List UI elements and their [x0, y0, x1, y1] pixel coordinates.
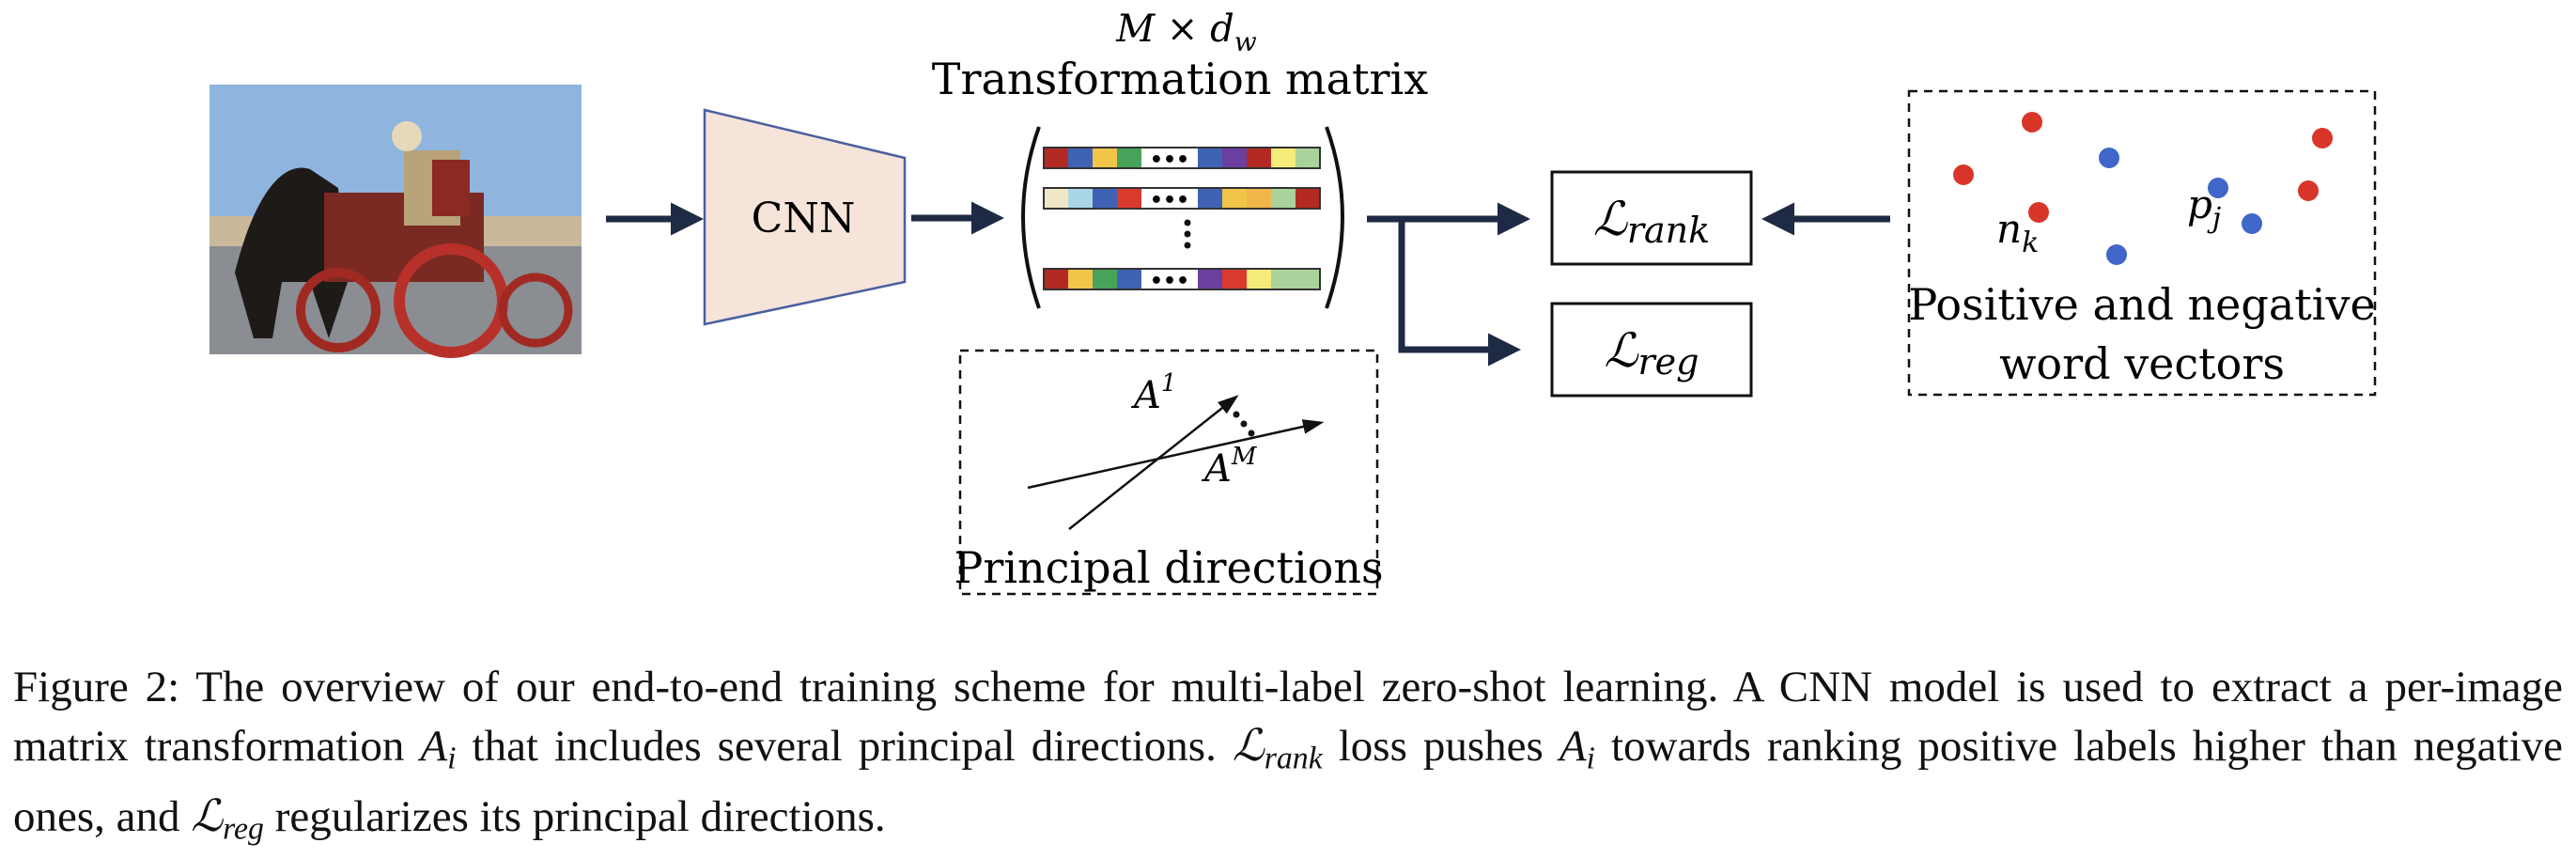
- matrix-row-border: [1043, 187, 1321, 210]
- matrix-cell: [1044, 188, 1068, 209]
- matrix-rows: ••• ••• •••: [1043, 147, 1321, 293]
- negative-vector-dot: [2312, 128, 2333, 148]
- negative-vector-dot: [2028, 202, 2049, 223]
- matrix-cell: [1296, 269, 1320, 289]
- cnn-label: CNN: [752, 195, 856, 242]
- loss-rank-box: [1550, 170, 1753, 266]
- matrix-row-border: [1043, 147, 1321, 169]
- matrix-title: Transformation matrix: [932, 54, 1428, 104]
- matrix-vertical-ellipsis: [1184, 219, 1191, 249]
- input-photo: [209, 85, 582, 358]
- direction-label-a1: A1: [1130, 369, 1176, 417]
- matrix-cell: [1247, 188, 1271, 209]
- matrix-row: •••: [1043, 187, 1321, 212]
- word-vectors-label-line1: Positive and negative: [1908, 279, 2375, 330]
- word-vector-points: [1953, 112, 2333, 265]
- matrix-row: •••: [1043, 147, 1321, 172]
- positive-vector-dot: [2208, 178, 2228, 198]
- loss-rank-label: ℒrank: [1593, 192, 1710, 251]
- negative-vector-dot: [1953, 164, 1974, 185]
- positive-vector-dot: [2242, 213, 2262, 234]
- arrow-matrix-to-losses: [1367, 202, 1530, 367]
- positive-vector-dot: [2106, 244, 2127, 265]
- matrix-cell: [1117, 148, 1141, 168]
- cnn-block: [703, 108, 907, 326]
- matrix-cell: [1093, 269, 1117, 289]
- word-vectors-label-line2: word vectors: [1999, 338, 2285, 389]
- word-vectors-box: [1907, 89, 2377, 397]
- matrix-cell: [1222, 269, 1247, 289]
- matrix-cell: [1198, 148, 1222, 168]
- principal-directions-label: Principal directions: [954, 542, 1383, 593]
- matrix-cell: [1271, 188, 1296, 209]
- figure-diagram: CNN M × dw Transformation matrix •••••••…: [209, 8, 2377, 596]
- loss-reg-box: [1550, 302, 1753, 398]
- matrix-cell: [1198, 188, 1222, 209]
- matrix-cell: [1093, 188, 1117, 209]
- matrix-row: •••: [1043, 268, 1321, 293]
- matrix-cell: [1068, 188, 1093, 209]
- matrix-cell: [1093, 148, 1117, 168]
- matrix-cell: [1068, 269, 1093, 289]
- matrix-right-paren: [1325, 126, 1344, 309]
- positive-vector-label: pj: [2187, 181, 2221, 235]
- matrix-left-paren: [1021, 126, 1041, 309]
- matrix-cell: [1296, 148, 1320, 168]
- negative-vector-dot: [2298, 180, 2319, 201]
- direction-label-am: AM: [1201, 443, 1258, 491]
- loss-reg-label: ℒreg: [1605, 323, 1699, 383]
- negative-vector-dot: [2022, 112, 2042, 133]
- negative-vector-label: nk: [1996, 206, 2039, 259]
- positive-vector-dot: [2099, 148, 2119, 168]
- matrix-cell: [1198, 269, 1222, 289]
- matrix-cell: [1271, 269, 1296, 289]
- principal-direction-lines: [1027, 395, 1325, 530]
- matrix-cell: [1296, 188, 1320, 209]
- matrix-cell: [1247, 148, 1271, 168]
- matrix-cell: [1117, 269, 1141, 289]
- matrix-cell: [1044, 269, 1068, 289]
- principal-dots: [1233, 411, 1255, 437]
- matrix-cell: [1222, 148, 1247, 168]
- matrix-cell: [1117, 188, 1141, 209]
- matrix-cell: [1222, 188, 1247, 209]
- matrix-cell: [1271, 148, 1296, 168]
- matrix-dims: M × dw: [1115, 8, 1257, 57]
- matrix-cell: [1247, 269, 1271, 289]
- matrix-row-border: [1043, 268, 1321, 290]
- matrix-cell: [1068, 148, 1093, 168]
- figure-caption: Figure 2: The overview of our end-to-end…: [13, 663, 2563, 847]
- matrix-cell: [1044, 148, 1068, 168]
